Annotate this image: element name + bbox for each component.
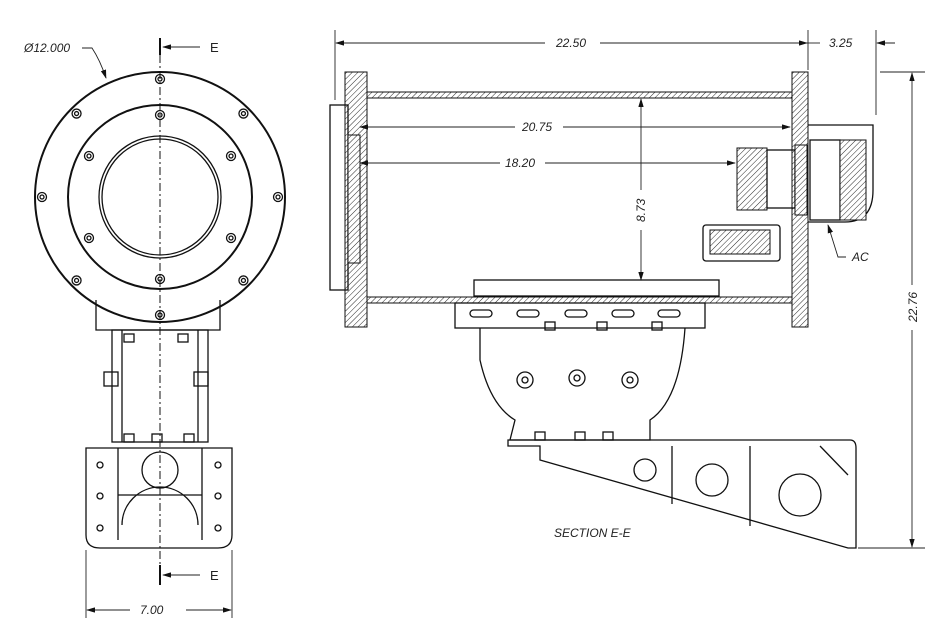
ac-unit-hatch <box>839 139 867 221</box>
wall-bracket <box>507 439 857 549</box>
bolt-icon <box>228 153 234 159</box>
overall-height-label: 22.76 <box>906 292 920 323</box>
bolt-icon <box>225 150 237 162</box>
slots <box>469 309 681 318</box>
bolt-icon <box>240 110 247 117</box>
bolt-icon <box>275 194 281 200</box>
bolt-icon <box>238 275 249 286</box>
bolt-icon <box>238 108 249 119</box>
power-supply <box>709 229 771 255</box>
overall-length-label: 22.50 <box>555 36 586 50</box>
bolt-icon <box>39 194 45 200</box>
wall-plate <box>85 447 233 549</box>
diameter-label: Ø12.000 <box>23 41 70 55</box>
ac-callout: AC <box>851 250 869 264</box>
bolt-icon <box>73 110 80 117</box>
inner-flange <box>67 104 253 290</box>
bolt-icon <box>83 232 95 244</box>
front-view: E E Ø12.000 7.00 <box>23 38 286 618</box>
bolt-icon <box>73 277 80 284</box>
bolt-icon <box>272 191 284 203</box>
section-title: SECTION E-E <box>554 526 632 540</box>
bolt-icon <box>86 235 92 241</box>
wall-plate-holes <box>96 461 222 532</box>
bolt-icon <box>240 277 247 284</box>
bolt-icon <box>157 112 163 118</box>
tube-bottom <box>366 296 796 304</box>
bolt-icon <box>83 150 95 162</box>
bolt-icon <box>71 275 82 286</box>
bolt-icon <box>36 191 48 203</box>
bolt-icon <box>228 235 234 241</box>
unit-hatch-1 <box>736 147 768 211</box>
bolt-icon <box>71 108 82 119</box>
bracket-bolts <box>123 333 195 443</box>
bolt-icon <box>86 153 92 159</box>
section-view: 22.50 3.25 20.75 18.20 8.73 22.76 AC SEC… <box>329 30 925 549</box>
inner-height-label: 8.73 <box>634 198 648 222</box>
bracket-bolts <box>534 321 663 441</box>
inner-length-label: 20.75 <box>521 120 552 134</box>
tube-top <box>366 91 796 99</box>
mount-plate <box>454 302 706 329</box>
section-mark-bottom: E <box>210 568 219 583</box>
section-mark-top: E <box>210 40 219 55</box>
window-to-unit-label: 18.20 <box>505 156 535 170</box>
bracket-width-label: 7.00 <box>140 603 164 617</box>
bolt-icon <box>225 232 237 244</box>
bolt-icon <box>154 309 166 321</box>
rear-offset-label: 3.25 <box>829 36 853 50</box>
